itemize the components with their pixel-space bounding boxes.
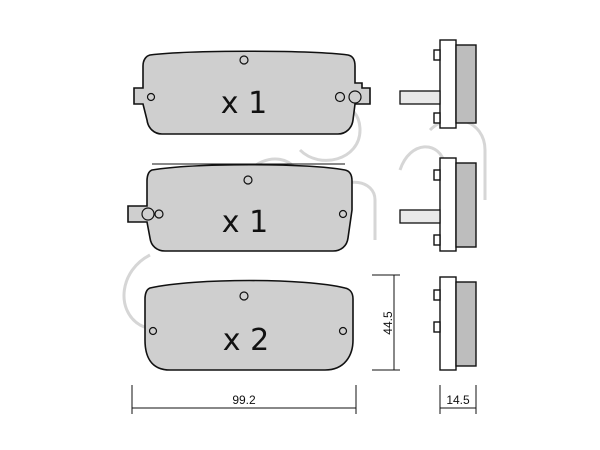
- thickness-dimension-label: 14.5: [446, 393, 470, 407]
- pad-3-left-hole: [148, 326, 158, 336]
- width-dimension: 99.2: [131, 385, 357, 414]
- pad-2-wear-hole: [243, 175, 253, 185]
- width-dimension-label: 99.2: [232, 393, 256, 407]
- pad-3-wear-hole: [239, 291, 249, 301]
- thickness-dimension: 14.5: [439, 385, 477, 414]
- pad-1-clip-ring: [348, 90, 362, 104]
- side-view-1: [399, 39, 477, 129]
- pad-3-quantity: x 2: [223, 323, 269, 358]
- pad-1-right-hole: [334, 91, 346, 103]
- side-view-2: [399, 157, 477, 252]
- height-dimension-label: 44.5: [381, 311, 395, 335]
- pad-2-clip-ring: [141, 207, 155, 221]
- pad-1-left-hole: [146, 92, 156, 102]
- height-dimension: 44.5: [372, 274, 400, 371]
- side-view-3: [433, 276, 477, 371]
- pad-2-left-hole: [154, 209, 164, 219]
- pad-3-right-hole: [338, 326, 348, 336]
- brake-pad-1: x 1: [133, 50, 371, 135]
- pad-1-wear-hole: [239, 55, 249, 65]
- pad-2-quantity: x 1: [222, 205, 268, 240]
- pad-2-right-hole: [338, 209, 348, 219]
- brake-pad-2: x 1: [127, 163, 353, 252]
- brake-pad-3: x 2: [144, 279, 354, 371]
- pad-1-quantity: x 1: [221, 86, 267, 121]
